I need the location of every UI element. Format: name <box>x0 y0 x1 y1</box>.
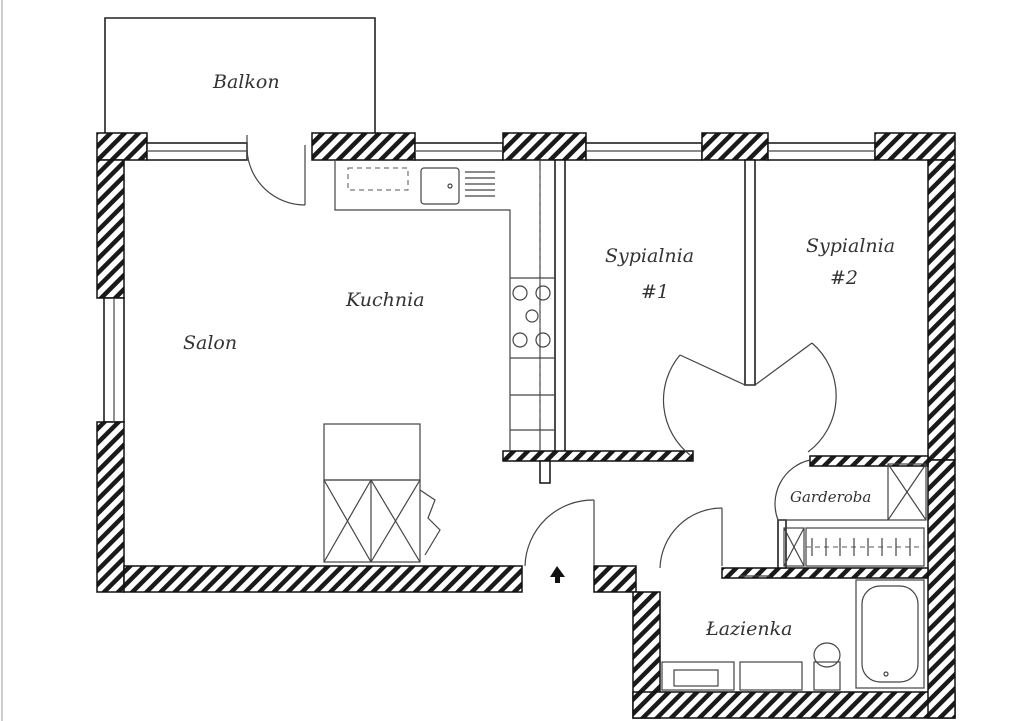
label-sypialnia-2-number: #2 <box>830 267 858 289</box>
bathroom-fixtures <box>659 507 925 691</box>
wardrobe-room <box>774 459 927 567</box>
label-sypialnia-1: Sypialnia <box>605 245 694 267</box>
windows <box>113 150 875 422</box>
label-balkon: Balkon <box>212 71 280 93</box>
arrow-up-icon <box>550 566 565 583</box>
label-garderoba: Garderoba <box>790 488 871 506</box>
exterior-walls <box>96 132 956 719</box>
balcony <box>104 17 376 133</box>
label-lazienka: Łazienka <box>705 618 792 640</box>
label-sypialnia-2: Sypialnia <box>806 235 895 257</box>
sofa-bed <box>323 423 441 563</box>
label-kuchnia: Kuchnia <box>345 289 425 311</box>
entrance-door <box>524 499 595 567</box>
kitchen-sink <box>420 167 495 205</box>
balcony-door <box>246 135 306 206</box>
kitchen-counter <box>334 160 555 451</box>
bedroom-doors <box>662 342 837 456</box>
label-sypialnia-1-number: #1 <box>641 281 669 303</box>
kitchen-stove <box>512 285 551 348</box>
label-salon: Salon <box>183 332 237 354</box>
